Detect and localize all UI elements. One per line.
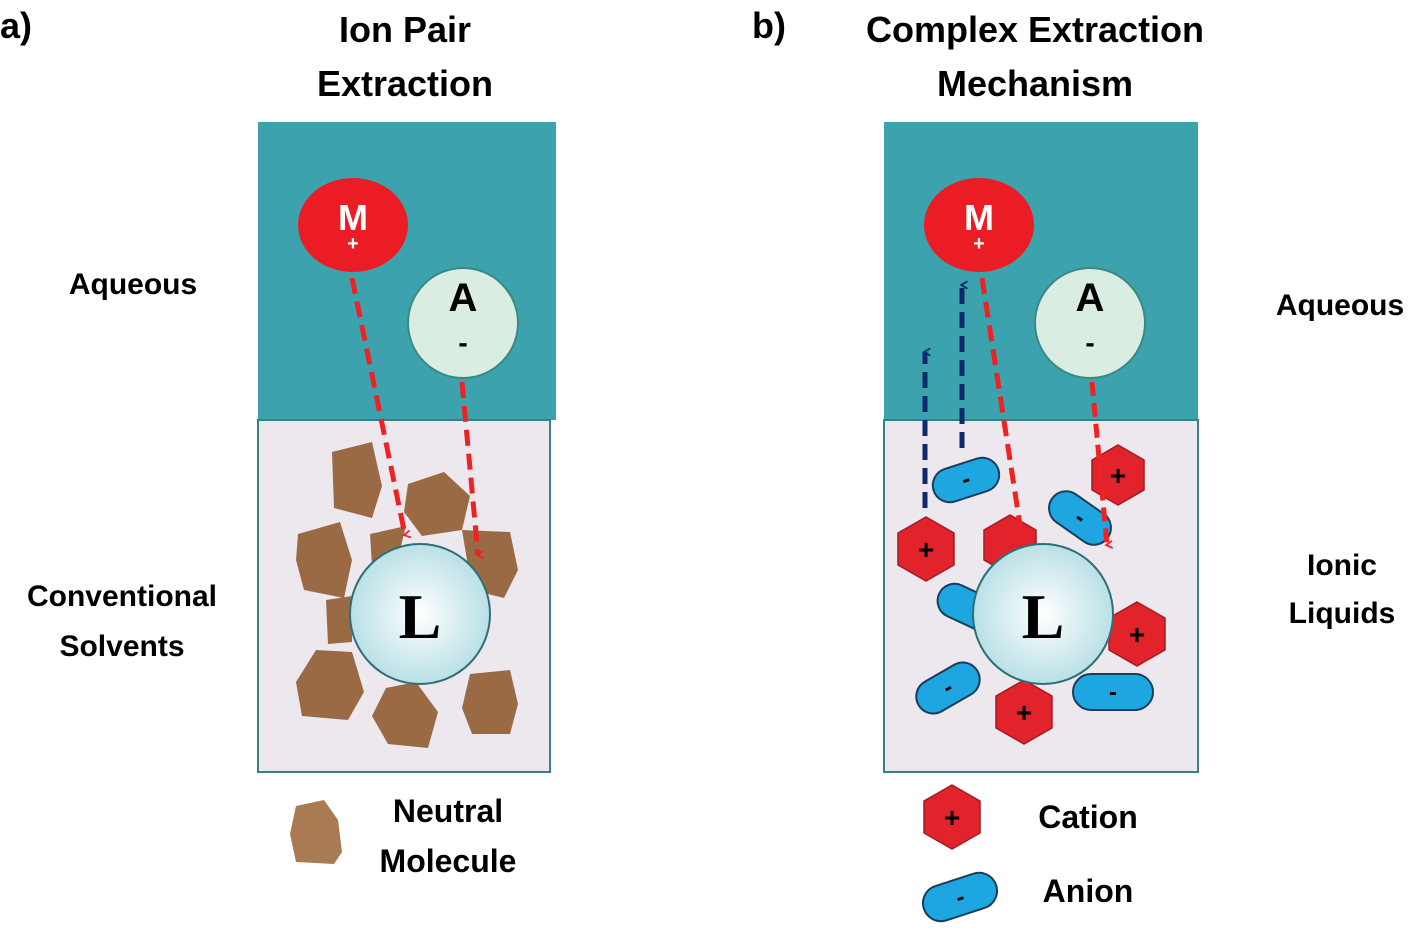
panel-a-title-line1: Ion Pair: [339, 9, 471, 50]
anion-charge-a: -: [458, 327, 467, 358]
panel-b-letter: b): [752, 5, 786, 46]
il-cation-sign: +: [1129, 619, 1145, 650]
panel-a-letter: a): [0, 5, 32, 46]
neutral-molecule: [370, 526, 406, 566]
neutral-molecule: [296, 522, 352, 598]
metal-symbol-a: M: [338, 197, 368, 238]
solvent-label-line1: Conventional: [27, 580, 217, 613]
ligand-b: [972, 543, 1114, 685]
neutral-molecule: [404, 472, 470, 536]
neutral-molecule: [462, 670, 518, 734]
metal-charge-a: +: [347, 233, 359, 255]
neutral-molecule: [296, 650, 364, 720]
anion-charge-b: -: [1085, 327, 1094, 358]
legend-anion-label: Anion: [1043, 873, 1134, 909]
il-cation: +: [995, 679, 1053, 745]
ligand-a: [349, 543, 491, 685]
aqueous-label-a: Aqueous: [69, 268, 197, 301]
il-anion: -: [915, 661, 981, 715]
metal-transfer-arrow-a: [349, 277, 405, 535]
legend-anion-icon: -: [921, 871, 999, 923]
anion-transfer-arrow-b: [1089, 381, 1107, 545]
ligand-symbol-a: L: [399, 581, 442, 652]
il-anion: -: [931, 456, 1001, 504]
anion-symbol-b: A: [1076, 276, 1105, 320]
legend-cation-label: Cation: [1038, 799, 1138, 835]
panel-a-title-line2: Extraction: [317, 63, 493, 104]
panel-b: b) Complex Extraction Mechanism Aqueous …: [752, 5, 1404, 923]
ligand-symbol-b: L: [1022, 581, 1065, 652]
legend-neutral-line2: Molecule: [380, 843, 517, 879]
panel-a: a) Ion Pair Extraction Aqueous Conventio…: [0, 5, 556, 879]
metal-charge-b: +: [973, 233, 985, 255]
il-cation: +: [897, 516, 955, 582]
legend-neutral-icon: [290, 800, 342, 864]
aqueous-phase-a: [258, 122, 556, 420]
metal-ion-a: [298, 178, 408, 272]
metal-symbol-b: M: [964, 197, 994, 238]
panel-b-title-line2: Mechanism: [937, 63, 1133, 104]
solvent-label-line2: Solvents: [59, 630, 184, 663]
il-cation: +: [1091, 444, 1145, 506]
anion-symbol-a: A: [449, 276, 478, 320]
anion-bubble-a: [407, 267, 519, 379]
aqueous-phase-b: [884, 122, 1198, 420]
il-cation-sign: +: [1016, 697, 1032, 728]
il-cation-sign: +: [1110, 460, 1126, 491]
panel-b-title-line1: Complex Extraction: [866, 9, 1204, 50]
il-label-line2: Liquids: [1289, 597, 1396, 630]
neutral-molecules-a: [296, 442, 518, 748]
il-label-line1: Ionic: [1307, 549, 1377, 582]
il-anion-sign: -: [1109, 679, 1117, 706]
il-anion: -: [1072, 673, 1154, 711]
neutral-molecule: [332, 442, 382, 518]
legend-cation-icon: +: [923, 784, 981, 850]
neutral-molecule: [326, 596, 352, 644]
anion-bubble-b: [1034, 267, 1146, 379]
metal-ion-b: [924, 178, 1034, 272]
il-cation-sign: +: [918, 534, 934, 565]
anion-transfer-arrow-a: [459, 381, 478, 555]
legend-cation-sign: +: [944, 802, 960, 833]
legend-neutral-line1: Neutral: [393, 793, 503, 829]
metal-transfer-arrow-b: [979, 277, 1022, 538]
neutral-molecule: [372, 682, 438, 748]
aqueous-label-b: Aqueous: [1276, 289, 1404, 322]
